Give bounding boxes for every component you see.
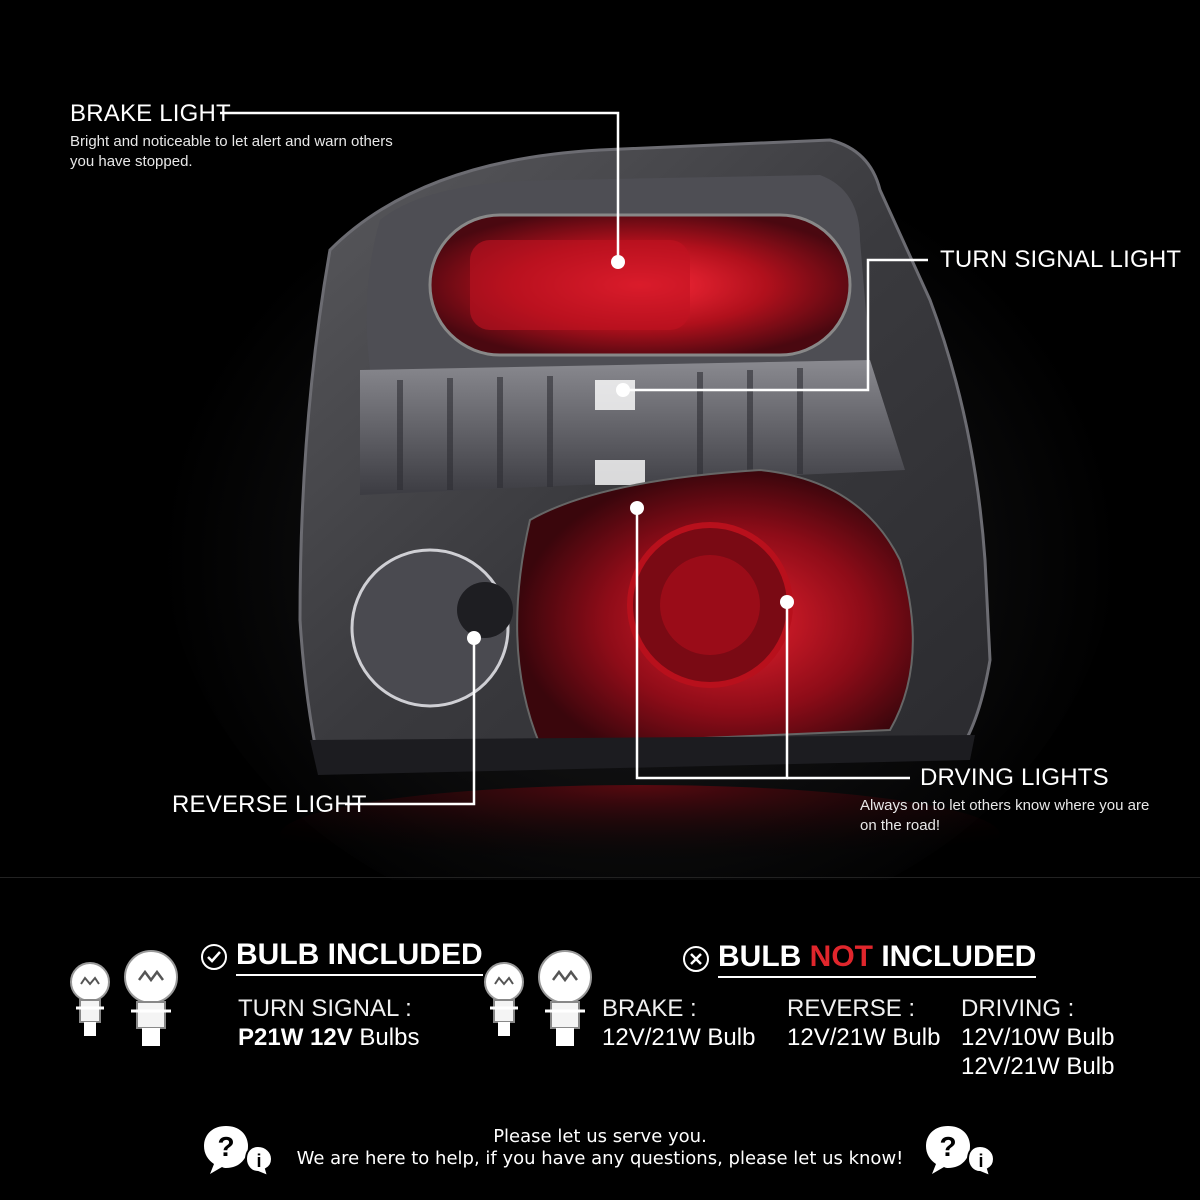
reverse-spec: REVERSE : 12V/21W Bulb	[787, 994, 940, 1052]
reverse-light-title: REVERSE LIGHT	[172, 791, 367, 818]
driving-lights-callout: DRVING LIGHTS Always on to let others kn…	[860, 764, 1160, 836]
help-chat-icon-left: ? i	[204, 1126, 274, 1178]
turn-signal-spec-value-rest: Bulbs	[352, 1024, 420, 1051]
help-chat-icon-right: ? i	[926, 1126, 996, 1178]
svg-text:?: ?	[217, 1131, 234, 1162]
brake-spec-value: 12V/21W Bulb	[602, 1024, 756, 1051]
bulb-not-text-not: NOT	[809, 940, 873, 973]
driving-spec: DRIVING : 12V/10W Bulb 12V/21W Bulb	[961, 994, 1114, 1081]
turn-signal-callout: TURN SIGNAL LIGHT	[940, 246, 1181, 274]
turn-signal-title: TURN SIGNAL LIGHT	[940, 246, 1182, 273]
driving-lights-desc: Always on to let others know where you a…	[860, 797, 1150, 834]
svg-text:i: i	[978, 1151, 983, 1171]
brake-light-title: BRAKE LIGHT	[70, 100, 231, 127]
small-bulb-icon-2	[484, 962, 524, 1036]
tail-light-photo	[160, 100, 1120, 880]
driving-spec-label: DRIVING :	[961, 995, 1075, 1022]
bulb-included-heading: BULB INCLUDED	[200, 938, 483, 976]
brake-spec-label: BRAKE :	[602, 995, 697, 1022]
brake-light-desc: Bright and noticeable to let alert and w…	[70, 133, 393, 170]
driving-spec-value-1: 12V/10W Bulb	[961, 1024, 1115, 1051]
turn-signal-spec: TURN SIGNAL : P21W 12V Bulbs	[238, 994, 419, 1052]
help-line-2: We are here to help, if you have any que…	[296, 1148, 904, 1169]
section-divider	[0, 877, 1200, 878]
large-bulb-icon	[124, 950, 178, 1046]
reverse-spec-value: 12V/21W Bulb	[787, 1024, 941, 1051]
svg-text:i: i	[256, 1151, 261, 1171]
large-bulb-icon-2	[538, 950, 592, 1046]
driving-spec-value-2: 12V/21W Bulb	[961, 1053, 1115, 1080]
driving-lights-title: DRVING LIGHTS	[920, 764, 1109, 791]
brake-light-callout: BRAKE LIGHT Bright and noticeable to let…	[70, 100, 400, 172]
reverse-light-callout: REVERSE LIGHT	[172, 791, 367, 819]
bulb-not-text-pre: BULB	[718, 940, 810, 973]
bulb-included-text: BULB INCLUDED	[236, 938, 483, 976]
svg-text:?: ?	[939, 1131, 956, 1162]
turn-signal-spec-value-bold: P21W 12V	[238, 1024, 353, 1051]
bulb-not-text-post: INCLUDED	[872, 940, 1037, 973]
check-circle-icon	[201, 944, 227, 970]
reverse-spec-label: REVERSE :	[787, 995, 916, 1022]
turn-signal-spec-label: TURN SIGNAL :	[238, 995, 412, 1022]
bulb-not-included-heading: BULB NOT INCLUDED	[682, 940, 1037, 978]
brake-spec: BRAKE : 12V/21W Bulb	[602, 994, 755, 1052]
help-line-1: Please let us serve you.	[493, 1126, 707, 1147]
small-bulb-icon	[70, 962, 110, 1036]
x-circle-icon	[683, 946, 709, 972]
